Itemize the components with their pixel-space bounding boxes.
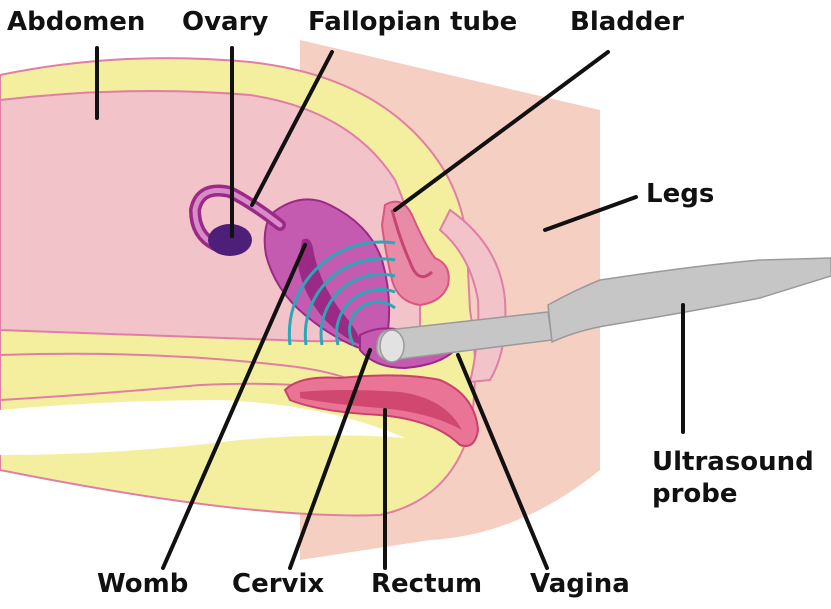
label-ultrasound-probe: Ultrasound probe — [652, 446, 831, 510]
label-legs: Legs — [646, 178, 714, 210]
label-vagina: Vagina — [530, 568, 630, 600]
label-bladder: Bladder — [570, 6, 684, 38]
label-abdomen: Abdomen — [7, 6, 145, 38]
label-cervix: Cervix — [232, 568, 324, 600]
label-womb: Womb — [97, 568, 188, 600]
label-ovary: Ovary — [182, 6, 268, 38]
label-fallopian-tube: Fallopian tube — [308, 6, 517, 38]
label-rectum: Rectum — [371, 568, 482, 600]
probe-tip — [380, 330, 404, 362]
